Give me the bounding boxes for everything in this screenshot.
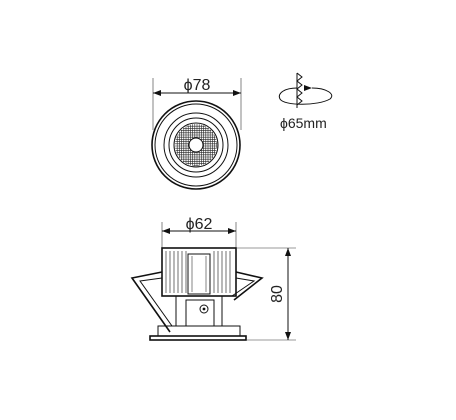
height-label: 80 [269, 285, 286, 303]
driver-box [187, 253, 211, 295]
top-view: ϕ78 [151, 77, 242, 190]
arrow-80-top [285, 248, 291, 256]
spring-clip-right [233, 271, 264, 301]
gimbal-plate [185, 299, 215, 327]
body-diameter-label: ϕ62 [186, 216, 213, 233]
arrow-left [153, 90, 161, 96]
saw-blade [296, 72, 303, 106]
side-view: ϕ62 80 [130, 216, 296, 341]
outer-diameter-label: ϕ78 [184, 77, 211, 94]
lens-ring [173, 122, 219, 168]
heatsink-body [161, 247, 237, 297]
cutout-symbol: ϕ65mm [278, 72, 333, 131]
spring-clip-right-inner [231, 277, 256, 297]
cob-led-array [175, 124, 218, 167]
spring-clip-left [130, 271, 171, 333]
spring-clip-left-inner [139, 277, 173, 327]
pivot-screw-center [202, 307, 206, 311]
heatsink-fins [165, 251, 231, 293]
flange-ring [154, 103, 238, 187]
rotation-arrow [304, 85, 312, 91]
arrow-62-left [162, 228, 170, 234]
arrow-80-bottom [285, 332, 291, 340]
trim-ring [157, 325, 241, 337]
arrow-right [233, 90, 241, 96]
rotation-arc [278, 87, 333, 105]
cutout-label: ϕ65mm [280, 115, 327, 131]
trim-flange [149, 335, 247, 341]
outer-ring [151, 100, 241, 190]
bezel-ring [163, 112, 229, 178]
led-center [188, 137, 204, 153]
arrow-62-right [228, 228, 236, 234]
reflector-ring [168, 117, 224, 173]
pivot-screw [199, 304, 209, 314]
